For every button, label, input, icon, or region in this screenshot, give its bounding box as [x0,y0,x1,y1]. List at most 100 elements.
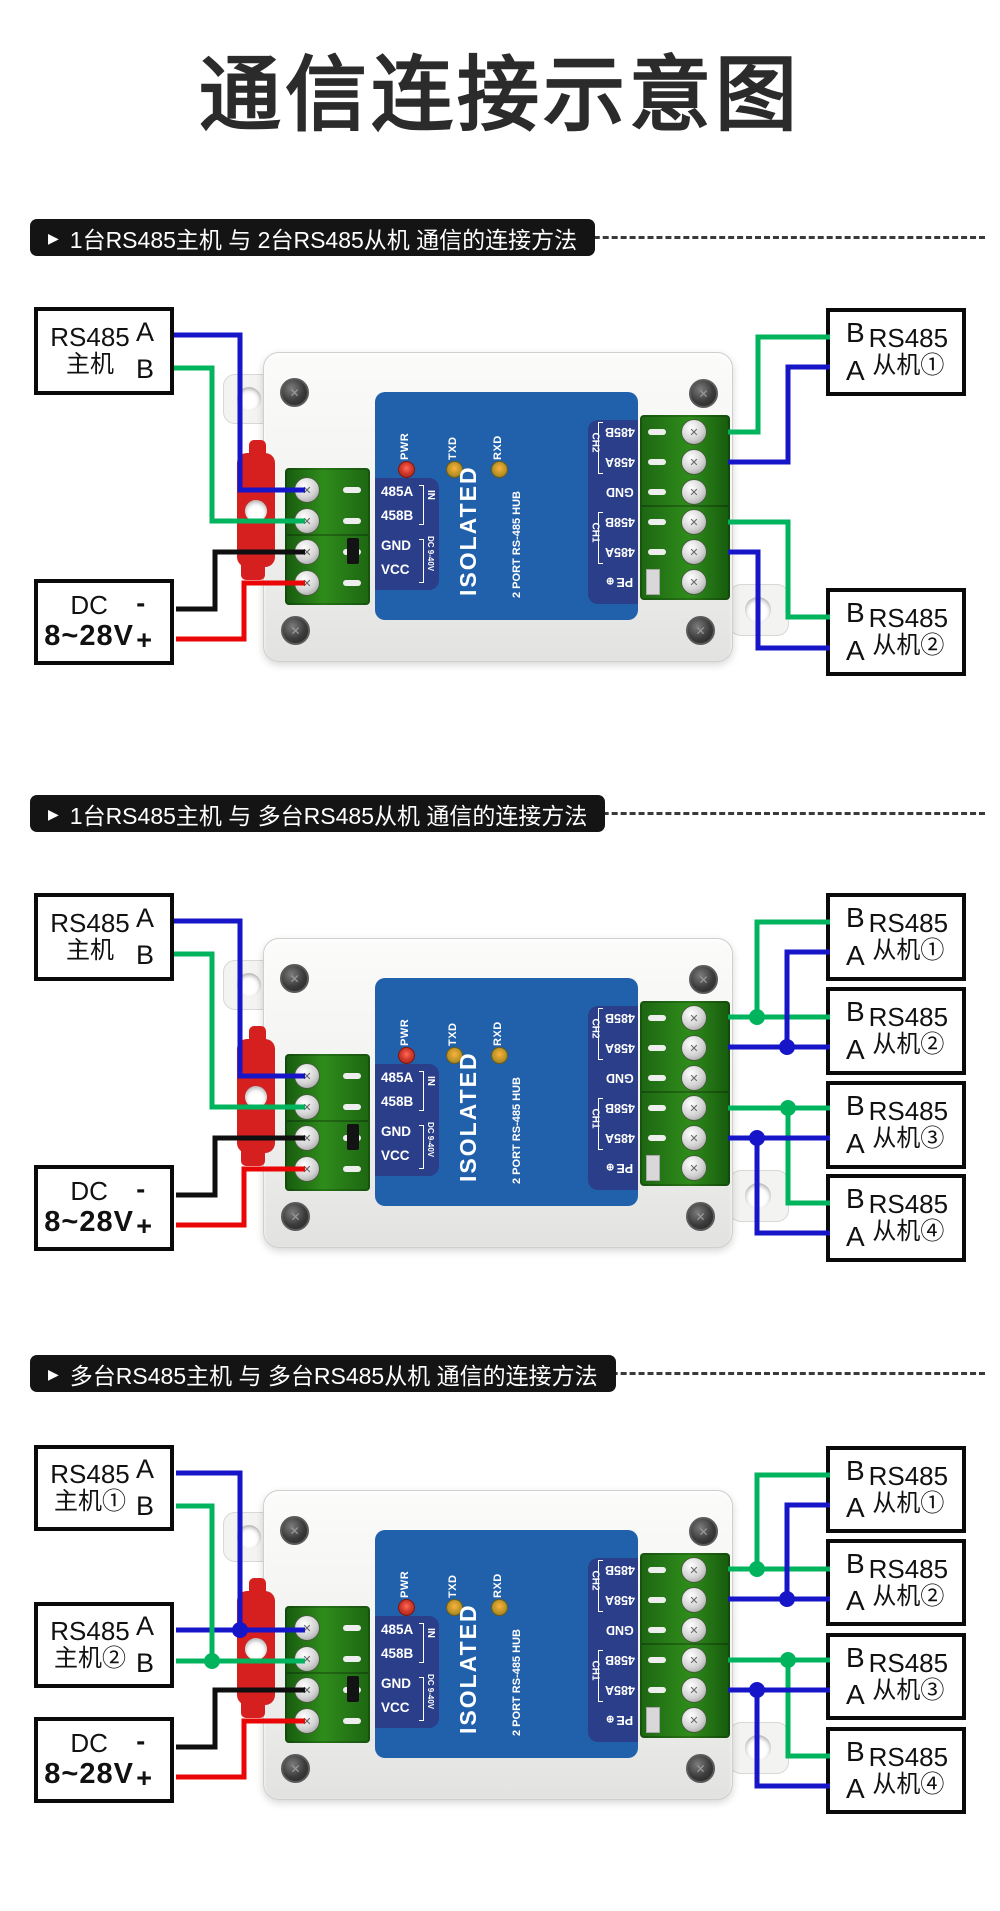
terminal-label-vcc: VCC [381,562,410,577]
terminal-screw [294,1615,320,1641]
slave-line1: RS485 [868,1460,949,1491]
jumper-block [347,538,359,564]
dc-name: DC 8~28V [42,1169,136,1247]
port-b-label: B [846,597,865,629]
master-line1: RS485 [50,1459,130,1489]
input-labels-panel: 485A 458B IN GND VCC DC 9-40V [375,1616,439,1728]
terminal-screw [681,1155,707,1181]
terminal-screw [681,479,707,505]
rxd-led-label: RXD [492,1573,504,1598]
slave-name: RS485 从机② [865,1543,952,1622]
terminal-label-gnd: GND [606,1623,634,1637]
in-group-label: IN [425,490,436,500]
dc-name: DC 8~28V [42,1721,136,1799]
slave-ports: B A [846,592,865,672]
triangle-marker-icon: ▶ [48,805,59,822]
screw-icon [689,965,718,994]
slave-line2: 从机② [872,632,945,660]
terminal-label-458a: 458A [605,455,635,469]
wire-slave1-a [784,1502,830,1599]
slave-line1: RS485 [868,323,949,353]
port-a-label: A [135,903,154,933]
rs485-master-box: RS485 主机② A B [34,1602,174,1688]
wire-slot [648,1627,666,1633]
terminal-label-485a: 485A [605,1683,635,1697]
terminal-label-458b: 458B [605,1653,635,1667]
wire-slot [343,1625,361,1631]
clip-hole [245,1086,267,1108]
wire-slot [343,1073,361,1079]
dc-pos-label: + [136,624,152,655]
dc-neg-label: - [136,1174,146,1205]
terminal-label-pe: PE⊕ [606,1713,634,1727]
output-terminal-block [640,1001,730,1186]
port-b-label: B [846,902,865,934]
page-title: 通信连接示意图 [198,50,801,141]
wire-slot [648,1015,666,1021]
wire-slot [343,580,361,586]
rs485-slave-box: B A RS485 从机① [826,308,966,396]
in-group-label: IN [425,1628,436,1638]
slave-line1: RS485 [868,1189,949,1219]
terminal-screw [294,1708,320,1734]
slave-line2: 从机① [872,352,945,380]
device-front-panel: PWR TXD RXD 485A 458B IN GND VCC DC 9-40… [375,1530,638,1758]
port-b-label: B [846,1455,865,1486]
terminal-seam [287,1672,368,1674]
port-b-label: B [846,1183,865,1215]
slave-name: RS485 从机② [865,592,952,672]
input-labels-panel: 485A 458B IN GND VCC DC 9-40V [375,1064,439,1176]
rs485-slave-box: B A RS485 从机② [826,1539,966,1626]
junction-dot [779,1591,795,1607]
terminal-screw [294,570,320,596]
slave-line1: RS485 [868,1553,949,1584]
terminal-screw [681,1647,707,1673]
screw-icon [281,1202,310,1231]
port-a-label: A [846,1033,865,1065]
hub-subtitle-label: 2 PORT RS-485 HUB [511,1077,523,1184]
screw-icon [686,616,715,645]
dc-ports: - + [136,583,152,661]
terminal-label-485a: 485A [381,484,414,499]
mount-hole [237,973,261,997]
master-ports: A B [136,1606,154,1684]
pwr-led-label: PWR [399,1570,411,1598]
slave-line2: 从机② [872,1031,945,1059]
screw-icon [280,964,309,993]
wire-slot [648,489,666,495]
dc-line1: DC [70,1728,108,1759]
rs485-slave-box: B A RS485 从机③ [826,1081,966,1169]
terminal-label-vcc: VCC [381,1148,410,1163]
port-a-label: A [846,1679,865,1710]
slave-ports: B A [846,1637,865,1716]
jumper-block [347,1676,359,1702]
rs485-slave-box: B A RS485 从机③ [826,1633,966,1720]
port-b-label: B [846,1548,865,1579]
port-a-label: A [135,1611,154,1642]
wire-slot [343,518,361,524]
ch1-bracket [598,1098,603,1150]
mount-ear-right [729,584,789,636]
slave-name: RS485 从机① [865,1450,952,1529]
dc-line1: DC [70,1176,108,1207]
slave-ports: B A [846,312,865,392]
rs485-slave-box: B A RS485 从机① [826,893,966,981]
wire-slot [648,429,666,435]
terminal-label-pe: PE⊕ [606,1161,634,1175]
slave-line1: RS485 [868,1741,949,1772]
ch2-label: CH2 [589,432,601,453]
pwr-led [398,1599,415,1616]
terminal-screw [681,1557,707,1583]
slave-line1: RS485 [868,1002,949,1032]
wire-slave4-b [785,1660,830,1759]
terminal-label-485a: 485A [381,1622,414,1637]
isolated-label: ISOLATED [455,1051,481,1182]
pwr-led-label: PWR [399,1018,411,1046]
terminal-label-gnd: GND [606,1071,634,1085]
pe-tab [646,1707,660,1733]
input-labels-panel: 485A 458B IN GND VCC DC 9-40V [375,478,439,590]
channel-labels-panel: 485B 458A GND 458B 485A PE⊕ CH2 CH1 [588,420,638,604]
mount-hole [237,387,261,411]
screw-icon [281,616,310,645]
wire-slot [648,1105,666,1111]
